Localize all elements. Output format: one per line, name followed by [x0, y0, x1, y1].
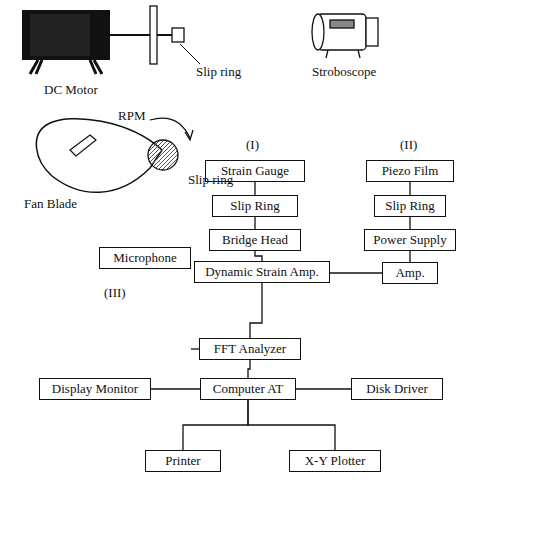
box-text: Microphone [105, 250, 185, 266]
box-text: FFT Analyzer [205, 341, 295, 357]
signal-line [255, 182, 256, 195]
analyzer-box: FFT Analyzer [199, 338, 301, 360]
sensor-box: Piezo Film [366, 160, 454, 182]
box-text: Power Supply [370, 232, 450, 248]
box-text: Slip Ring [380, 198, 440, 214]
motor-shaft [110, 34, 150, 36]
signal-line [250, 283, 262, 338]
box-text: X-Y Plotter [295, 453, 375, 469]
motor-body [22, 10, 110, 60]
signal-line [296, 389, 351, 390]
box-text: Dynamic Strain Amp. [200, 264, 324, 280]
shaft-end [157, 34, 172, 36]
box-text: Amp. [388, 265, 432, 281]
part-name: Slip ring [188, 172, 233, 187]
box-text: Display Monitor [45, 381, 145, 397]
channel-number: (III) [104, 285, 126, 300]
box-text: Piezo Film [372, 163, 448, 179]
part-name: DC Motor [44, 82, 98, 97]
box-text: Printer [151, 453, 215, 469]
disk-box: Disk Driver [351, 378, 443, 400]
part-name: Fan Blade [24, 196, 77, 211]
part-name: Slip ring [196, 64, 241, 79]
box-text: Computer AT [206, 381, 290, 397]
box-text: Slip Ring [218, 198, 292, 214]
signal-line [151, 389, 200, 390]
part-name: Stroboscope [312, 64, 376, 79]
slip-ring-box: Slip Ring [374, 195, 446, 217]
motion-label: RPM [118, 108, 145, 123]
power-supply-box: Power Supply [364, 229, 456, 251]
channel-number: (I) [246, 137, 259, 152]
fan-blade [36, 119, 162, 193]
computer-box: Computer AT [200, 378, 296, 400]
signal-line [410, 251, 411, 262]
leader-line [180, 44, 200, 64]
monitor-box: Display Monitor [39, 378, 151, 400]
printer-box: Printer [145, 450, 221, 472]
box-text: Disk Driver [357, 381, 437, 397]
stroboscope-symbol [312, 14, 378, 58]
slip-ring-symbol [172, 28, 184, 42]
signal-line [248, 400, 335, 450]
amplifier-box: Amp. [382, 262, 438, 284]
slip-ring-box: Slip Ring [212, 195, 298, 217]
signal-line [410, 182, 411, 195]
microphone-box: Microphone [99, 247, 191, 269]
bridge-box: Bridge Head [209, 229, 301, 251]
shaft-disc [150, 6, 157, 64]
fan-hub [148, 140, 178, 170]
blade-gauge [70, 135, 96, 156]
signal-line [191, 349, 199, 350]
plotter-box: X-Y Plotter [289, 450, 381, 472]
signal-line [255, 217, 256, 229]
motor-shade [30, 14, 90, 56]
signal-line [255, 251, 262, 261]
rotation-arrow [150, 118, 190, 138]
amplifier-box: Dynamic Strain Amp. [194, 261, 330, 283]
channel-number: (II) [400, 137, 417, 152]
signal-line [183, 400, 248, 450]
box-text: Bridge Head [215, 232, 295, 248]
rotation-arrowhead [185, 130, 193, 140]
motor-legs [30, 60, 102, 74]
signal-line [410, 217, 411, 229]
signal-line [248, 360, 250, 378]
